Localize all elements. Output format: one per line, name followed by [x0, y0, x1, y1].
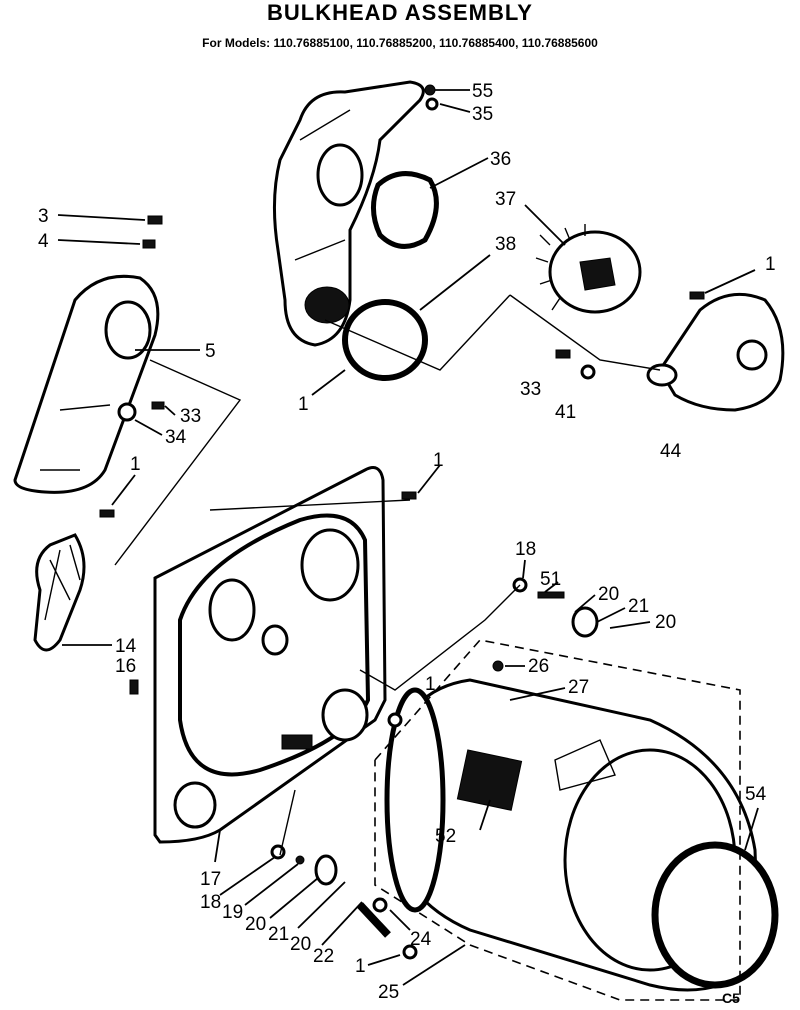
callout-22: 22	[313, 946, 334, 967]
leader-lines	[57, 89, 759, 986]
hardware	[99, 84, 705, 960]
callout-19: 19	[222, 902, 243, 923]
bulkhead	[153, 466, 387, 844]
callout-35: 35	[472, 104, 493, 125]
callout-labels: 55 35 36 37 38 3 4 5 1 33 34 1 1 33 41 4…	[38, 81, 776, 1006]
callout-18-top: 18	[515, 539, 536, 560]
callout-38: 38	[495, 234, 516, 255]
callout-1-duct: 1	[298, 394, 309, 415]
callout-21-top: 21	[628, 596, 649, 617]
callout-52: 52	[435, 826, 456, 847]
callout-25: 25	[378, 982, 399, 1003]
callout-21-bottom: 21	[268, 924, 289, 945]
blower-housing	[646, 292, 785, 412]
callout-20-bottom-b: 20	[290, 934, 311, 955]
corner-code: C5	[722, 990, 740, 1006]
callout-1-bulkhead-right: 1	[425, 674, 436, 695]
blower-duct	[272, 80, 425, 347]
callout-1-bottom: 1	[355, 956, 366, 977]
drum-seal-54	[651, 841, 779, 989]
callout-34: 34	[165, 427, 187, 448]
models-line: For Models: 110.76885100, 110.76885200, …	[202, 36, 598, 50]
callout-37: 37	[495, 189, 516, 210]
callout-1-bulkhead-top: 1	[433, 450, 444, 471]
callout-20-top: 20	[598, 584, 619, 605]
callout-24: 24	[410, 929, 432, 950]
thermal-fuse-harness	[33, 533, 86, 652]
callout-5: 5	[205, 341, 216, 362]
callout-1-cover: 1	[130, 454, 141, 475]
blower-wheel	[535, 224, 642, 314]
callout-20-right: 20	[655, 612, 676, 633]
duct-seal-38	[342, 299, 428, 381]
callout-51: 51	[540, 569, 561, 590]
callout-16: 16	[115, 656, 136, 677]
callout-41: 41	[555, 402, 576, 423]
callout-20-bottom-a: 20	[245, 914, 266, 935]
callout-17: 17	[200, 869, 221, 890]
assembly-lines	[114, 294, 741, 1001]
callout-18-bottom: 18	[200, 892, 221, 913]
callout-55: 55	[472, 81, 493, 102]
callout-33-right: 33	[520, 379, 541, 400]
callout-4: 4	[38, 231, 49, 252]
callout-14: 14	[115, 636, 137, 657]
callout-54: 54	[745, 784, 767, 805]
callout-44: 44	[660, 441, 682, 462]
duct-seal-36	[371, 171, 439, 249]
diagram-title: BULKHEAD ASSEMBLY	[267, 0, 533, 25]
callout-26: 26	[528, 656, 549, 677]
callout-36: 36	[490, 149, 511, 170]
callout-27: 27	[568, 677, 589, 698]
callout-33-left: 33	[180, 406, 201, 427]
callout-3: 3	[38, 206, 49, 227]
left-cover	[13, 274, 160, 494]
callout-1-housing: 1	[765, 254, 776, 275]
